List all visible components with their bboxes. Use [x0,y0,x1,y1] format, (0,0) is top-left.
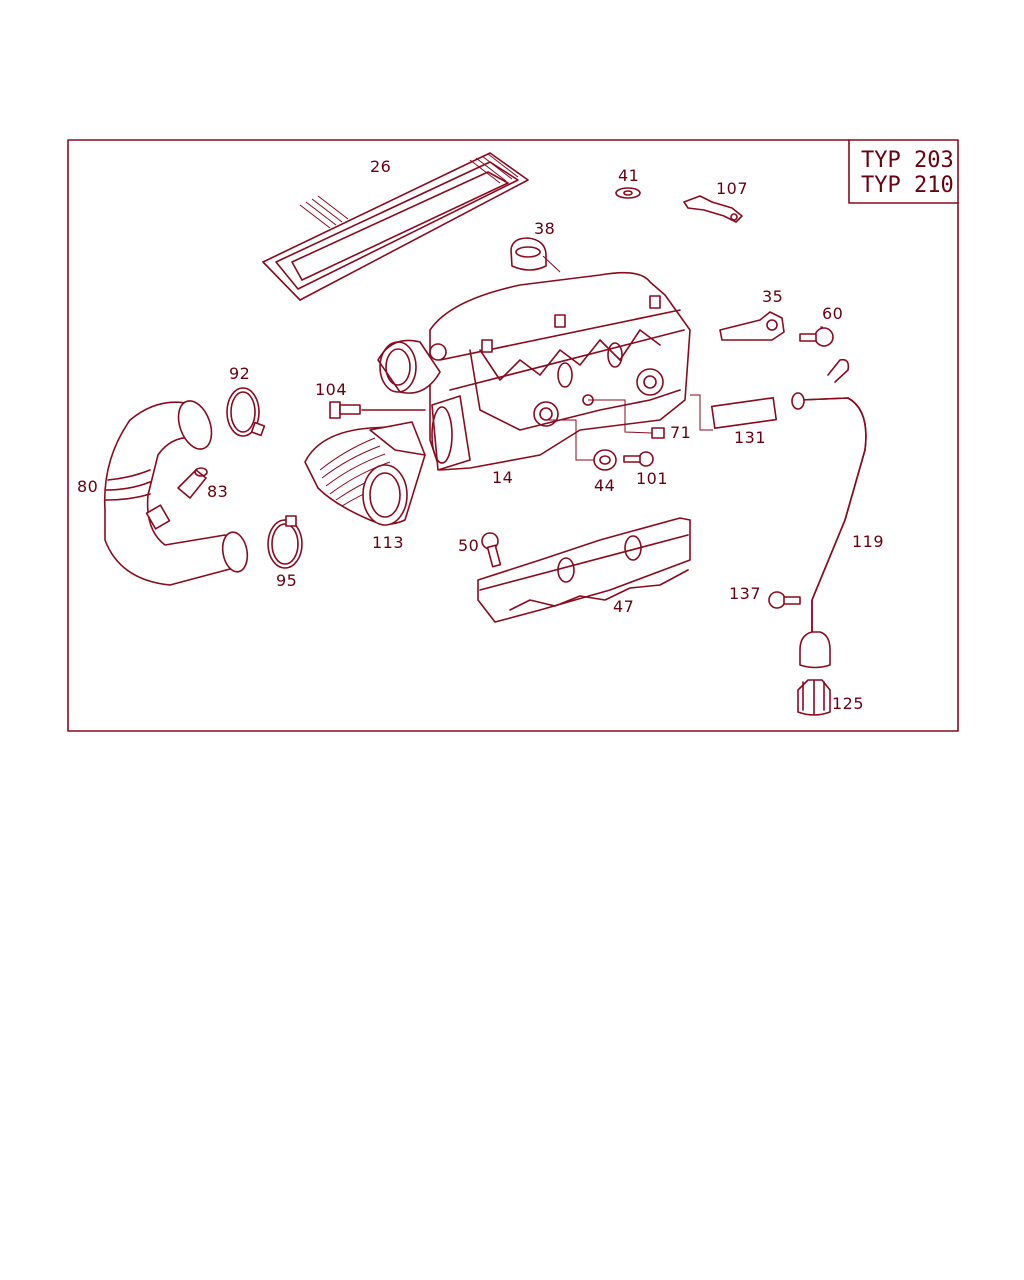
label-38: 38 [534,219,555,238]
label-60: 60 [822,304,843,323]
label-80: 80 [77,477,98,496]
label-47: 47 [613,597,634,616]
diagram-frame [67,139,959,732]
part-104-bolt [329,401,426,419]
label-41: 41 [618,166,639,185]
leader-lines [542,255,823,328]
label-119: 119 [852,532,884,551]
label-14: 14 [492,468,513,487]
label-107: 107 [716,179,748,198]
part-107-bracket [683,195,743,223]
part-113-bellows [304,421,426,526]
part-47-lower-housing [477,517,691,623]
label-50: 50 [458,536,479,555]
label-131: 131 [734,428,766,447]
part-60-screw [799,327,834,347]
label-104: 104 [315,380,347,399]
part-83-fitting [177,467,208,499]
part-38-mount [510,237,547,271]
type-label-1: TYP 203 [861,148,954,173]
label-71: 71 [670,423,691,442]
label-92: 92 [229,364,250,383]
label-35: 35 [762,287,783,306]
part-101-screw [623,451,654,467]
part-14-housing [377,271,691,471]
part-labels: 26 41 107 38 35 60 92 104 80 83 14 71 13… [77,157,884,713]
label-137: 137 [729,584,761,603]
label-83: 83 [207,482,228,501]
part-50-bolt [481,532,502,568]
part-131-tube [690,394,778,431]
part-80-intake-hose [103,400,249,586]
part-44-grommet [546,419,617,471]
part-41-washer [615,187,641,199]
part-92-clamp [226,387,266,437]
label-101: 101 [636,469,668,488]
part-26-air-filter [262,152,529,301]
label-26: 26 [370,157,391,176]
part-137-screw [768,591,801,609]
label-125: 125 [832,694,864,713]
part-35-sensor [719,311,785,341]
part-95-clamp [267,515,303,569]
part-125-cap [797,679,831,716]
label-44: 44 [594,476,615,495]
type-label-2: TYP 210 [861,173,954,198]
part-119-breather-pipe [791,358,867,669]
label-113: 113 [372,533,404,552]
label-95: 95 [276,571,297,590]
part-71-plug [582,394,665,439]
type-box: TYP 203 TYP 210 [848,139,959,204]
